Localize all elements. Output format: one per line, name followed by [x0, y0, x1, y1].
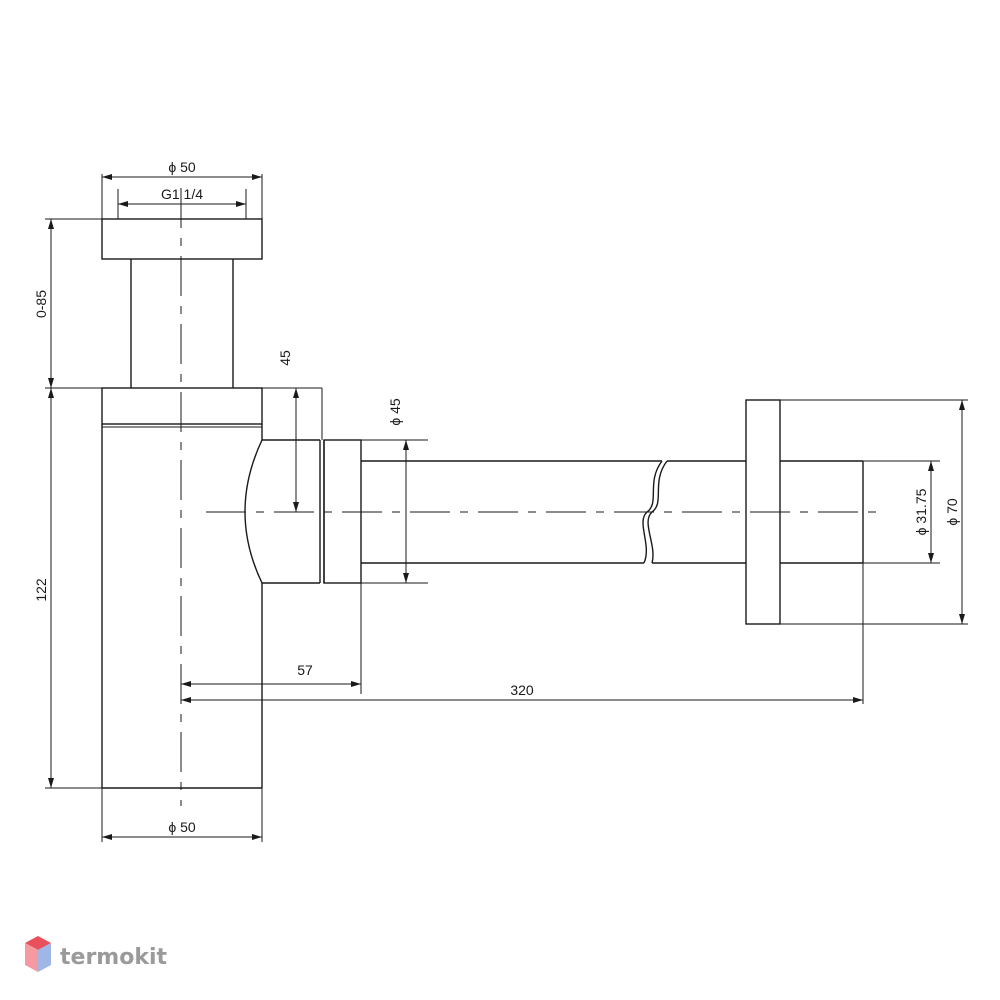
label-top-diameter: ϕ 50 — [168, 159, 196, 175]
dimension-lines — [48, 174, 965, 840]
top-cap — [101, 218, 263, 260]
extension-lines — [45, 174, 968, 842]
label-320: 320 — [510, 682, 534, 698]
center-lines — [180, 188, 880, 806]
label-57: 57 — [297, 662, 313, 678]
label-outlet-offset: 45 — [277, 350, 293, 366]
label-bottom-diameter: ϕ 50 — [168, 819, 196, 835]
watermark: termokit — [25, 936, 167, 972]
label-pipe-diameter: ϕ 31.75 — [913, 488, 929, 535]
label-height-adjust: 0-85 — [33, 290, 49, 318]
label-flange-diameter: ϕ 70 — [944, 498, 960, 526]
label-outlet-diameter: ϕ 45 — [387, 398, 403, 426]
body-collar — [101, 387, 263, 425]
siphon-outline — [101, 218, 864, 789]
dimension-labels: ϕ 50 G1 1/4 0-85 122 45 ϕ 45 ϕ 31.75 ϕ 7… — [33, 159, 960, 835]
label-thread: G1 1/4 — [161, 186, 203, 202]
label-body-height: 122 — [33, 578, 49, 602]
termokit-logo-icon — [25, 936, 51, 972]
watermark-brand: termokit — [60, 945, 167, 970]
